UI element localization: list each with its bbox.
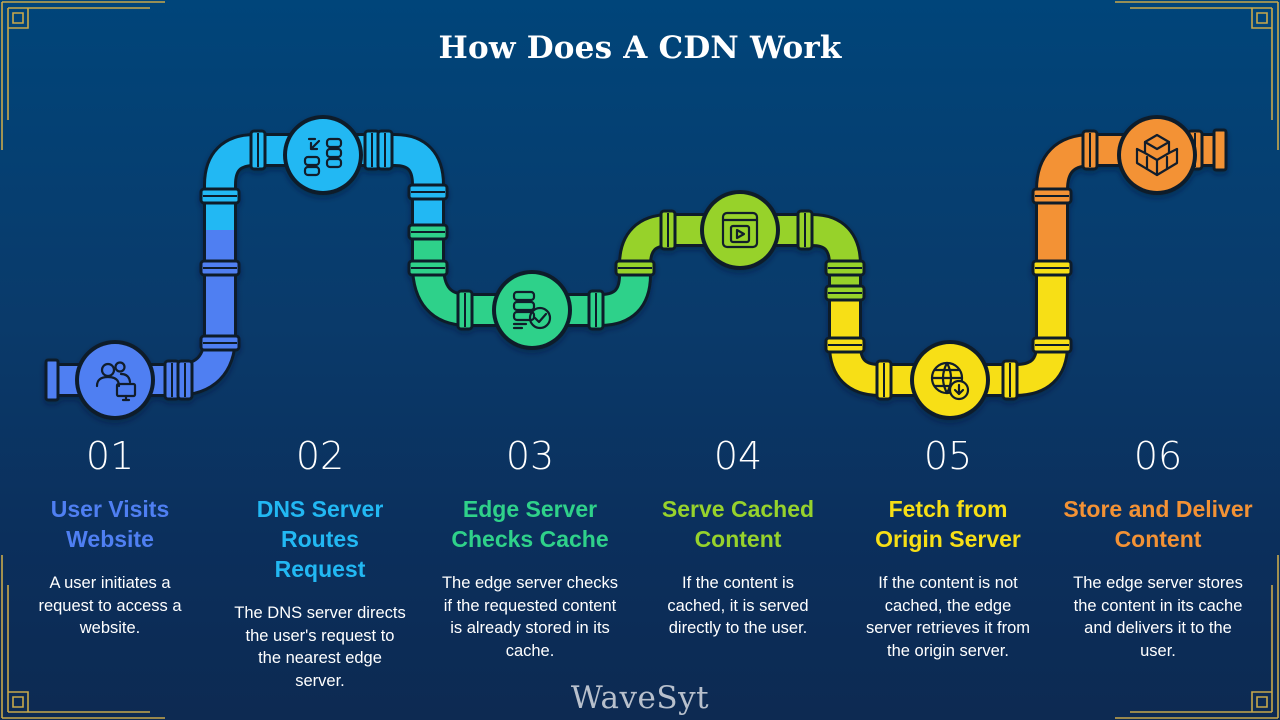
step-description: If the content is cached, it is served d… xyxy=(667,574,809,637)
step-description: The DNS server directs the user's reques… xyxy=(234,604,406,690)
step-number: 02 xyxy=(295,434,345,478)
step-number: 01 xyxy=(85,434,135,478)
step-heading: Fetch from Origin Server xyxy=(875,496,1021,552)
step-3: 03 Edge Server Checks Cache The edge ser… xyxy=(430,430,630,662)
step-1: 01 User Visits Website A user initiates … xyxy=(10,430,210,640)
step-heading: DNS Server Routes Request xyxy=(256,496,384,582)
step-2: 02 DNS Server Routes Request The DNS ser… xyxy=(220,430,420,692)
step-number: 03 xyxy=(505,434,555,478)
step-number: 04 xyxy=(713,434,763,478)
server-routing-icon xyxy=(303,137,343,177)
boxes-stack-icon xyxy=(1135,133,1179,177)
step-description: The edge server stores the content in it… xyxy=(1073,574,1243,660)
step-hub-6 xyxy=(1121,119,1193,191)
step-description: A user initiates a request to access a w… xyxy=(38,574,182,637)
step-hub-4 xyxy=(704,194,776,266)
users-monitor-icon xyxy=(95,361,137,402)
step-5: 05 Fetch from Origin Server If the conte… xyxy=(848,430,1048,662)
step-heading: Serve Cached Content xyxy=(661,496,815,552)
watermark: WaveSyt xyxy=(570,680,710,716)
pipe-endcap xyxy=(44,358,60,402)
server-check-icon xyxy=(512,290,552,330)
step-description: If the content is not cached, the edge s… xyxy=(865,574,1031,660)
step-heading: Store and Deliver Content xyxy=(1063,496,1253,552)
step-number: 06 xyxy=(1133,434,1183,478)
step-heading: User Visits Website xyxy=(50,496,170,552)
step-hub-2 xyxy=(287,119,359,191)
globe-download-icon xyxy=(930,361,970,401)
step-hub-1 xyxy=(79,344,151,416)
page-title: How Does A CDN Work xyxy=(438,30,842,66)
step-heading: Edge Server Checks Cache xyxy=(451,496,609,552)
video-window-icon xyxy=(721,211,759,249)
step-4: 04 Serve Cached Content If the content i… xyxy=(638,430,838,640)
pipe-endcap xyxy=(1212,128,1228,172)
step-description: The edge server checks if the requested … xyxy=(441,574,619,660)
step-number: 05 xyxy=(923,434,973,478)
step-6: 06 Store and Deliver Content The edge se… xyxy=(1058,430,1258,662)
